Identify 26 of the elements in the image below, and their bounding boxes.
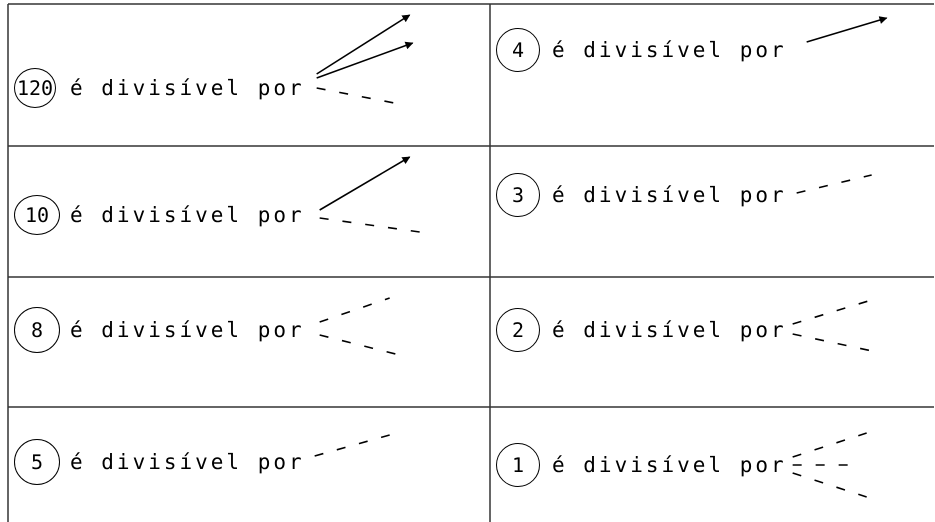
arrow [319,156,410,211]
dashed-line [319,297,390,323]
number-circle: 10 [14,195,60,235]
statement-text: é divisível por [552,182,787,208]
dashed-line [796,174,872,194]
dashed-line [314,434,390,457]
statement-text: é divisível por [70,75,305,101]
statement-text: é divisível por [70,202,305,228]
number-circle: 8 [14,307,60,353]
arrow [316,14,410,75]
number-circle: 2 [496,308,540,352]
dashed-line [792,472,867,498]
statement-text: é divisível por [552,317,787,343]
statement-text: é divisível por [552,452,787,478]
number-circle: 120 [14,68,56,108]
statement-text: é divisível por [70,449,305,475]
statement-text: é divisível por [552,37,787,63]
arrow [316,42,414,79]
dashed-line [320,217,420,233]
arrow [806,16,888,43]
number-circle: 5 [14,439,60,485]
number-circle: 4 [496,28,540,72]
statement-text: é divisível por [70,317,305,343]
number-circle: 1 [496,443,540,487]
dashed-line [792,432,867,458]
number-circle: 3 [496,173,540,217]
